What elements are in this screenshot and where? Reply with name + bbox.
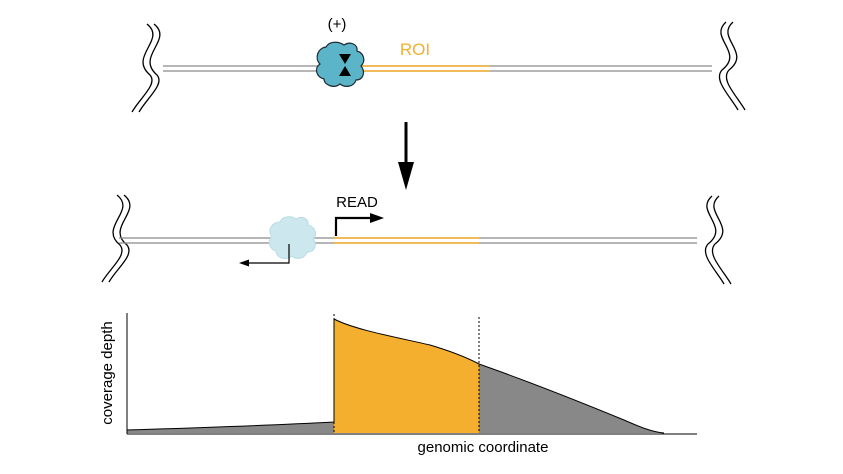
coverage-curve <box>126 318 665 434</box>
bent-arrow-right-icon <box>334 213 384 236</box>
coverage-roi-area <box>334 319 479 433</box>
down-arrow-icon <box>398 122 414 190</box>
plus-sign-label: (+) <box>328 16 347 33</box>
coverage-plot: coverage depth genomic coordinate <box>99 313 697 456</box>
middle-roi-region <box>334 237 479 244</box>
bent-arrow-left-icon <box>239 244 290 267</box>
x-axis-label: genomic coordinate <box>418 439 549 456</box>
top-left-break-icon <box>131 23 161 113</box>
middle-right-break-icon <box>704 195 732 285</box>
top-roi-region <box>352 65 490 72</box>
y-axis-label: coverage depth <box>99 321 116 424</box>
top-right-break-icon <box>718 21 746 111</box>
top-panel: (+) ROI <box>131 16 746 113</box>
read-label: READ <box>336 194 378 211</box>
faded-protein-blob-icon <box>268 216 316 259</box>
roi-label: ROI <box>400 40 430 59</box>
middle-left-break-icon <box>101 194 131 283</box>
protein-blob-icon <box>315 41 365 87</box>
middle-panel: READ <box>101 194 732 285</box>
